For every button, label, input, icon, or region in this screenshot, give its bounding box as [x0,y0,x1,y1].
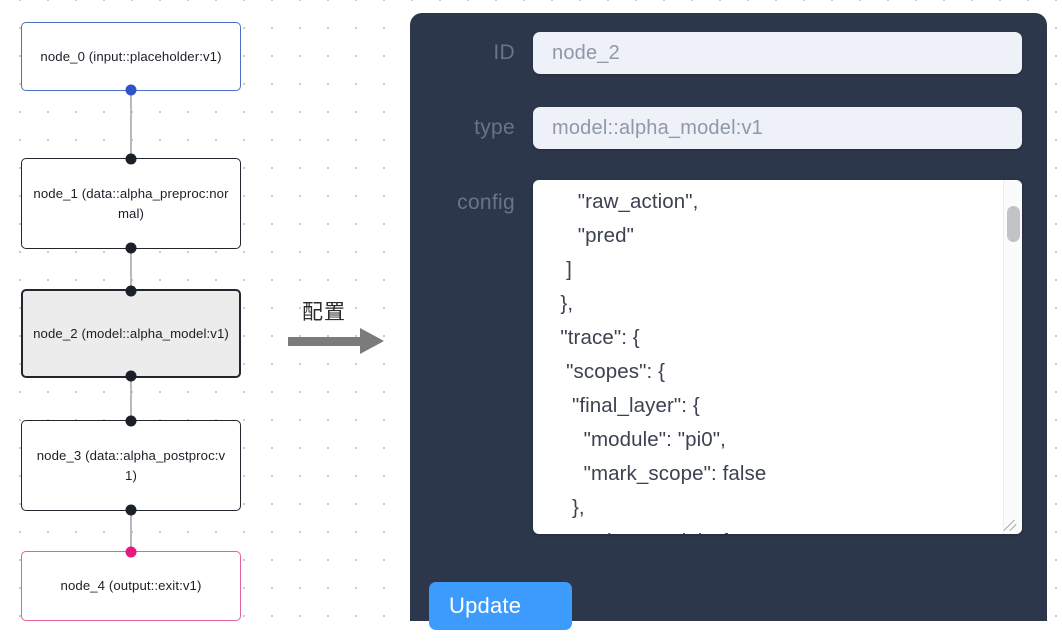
graph-node-label: node_1 (data::alpha_preproc:normal) [33,185,229,221]
config-textarea[interactable]: "raw_action", "pred" ] }, "trace": { "sc… [560,190,767,534]
id-input[interactable]: node_2 [533,32,1022,74]
right-arrow-head-icon [360,328,384,354]
edge-node3-node4 [130,511,132,551]
field-row-type: type model::alpha_model:v1 [410,107,1047,149]
graph-node-label: node_3 (data::alpha_postproc:v1) [36,447,226,483]
node-flow-graph[interactable]: node_0 (input::placeholder:v1) node_1 (d… [0,0,270,643]
node-handle-source[interactable] [125,504,137,516]
graph-node-node_2[interactable]: node_2 (model::alpha_model:v1) [21,285,241,382]
node-handle-source[interactable] [125,84,137,96]
graph-node-node_3[interactable]: node_3 (data::alpha_postproc:v1) [21,415,241,516]
node-handle-source[interactable] [125,370,137,382]
graph-node-node_4[interactable]: node_4 (output::exit:v1) [21,546,241,621]
node-handle-target[interactable] [125,153,137,165]
resize-grip-icon[interactable] [1003,515,1021,533]
annotation-caption: 配置 [302,300,346,324]
config-textarea-wrapper[interactable]: "raw_action", "pred" ] }, "trace": { "sc… [533,180,1022,534]
right-arrow-icon [288,337,362,346]
type-input[interactable]: model::alpha_model:v1 [533,107,1022,149]
update-button[interactable]: Update [429,582,572,630]
node-handle-target[interactable] [125,285,137,297]
config-scrollbar-thumb[interactable] [1007,206,1020,242]
node-handle-source[interactable] [125,242,137,254]
edge-node1-node2 [130,249,132,289]
node-handle-target[interactable] [125,546,137,558]
graph-node-node_0[interactable]: node_0 (input::placeholder:v1) [21,22,241,96]
type-field-label: type [474,116,515,139]
node-properties-panel: ID node_2 type model::alpha_model:v1 con… [410,13,1047,630]
edge-node0-node1 [130,90,132,158]
configure-annotation: 配置 [288,296,398,362]
field-row-id: ID node_2 [410,32,1047,74]
field-row-config: config "raw_action", "pred" ] }, "trace"… [410,180,1047,534]
graph-node-node_1[interactable]: node_1 (data::alpha_preproc:normal) [21,153,241,254]
node-handle-target[interactable] [125,415,137,427]
id-field-label: ID [493,41,515,64]
config-scrollbar[interactable] [1003,180,1022,534]
graph-node-label: node_0 (input::placeholder:v1) [40,48,222,64]
graph-node-label: node_4 (output::exit:v1) [60,578,202,593]
edge-node2-node3 [130,378,132,420]
config-field-label: config [457,191,515,214]
graph-node-label: node_2 (model::alpha_model:v1) [33,325,229,341]
